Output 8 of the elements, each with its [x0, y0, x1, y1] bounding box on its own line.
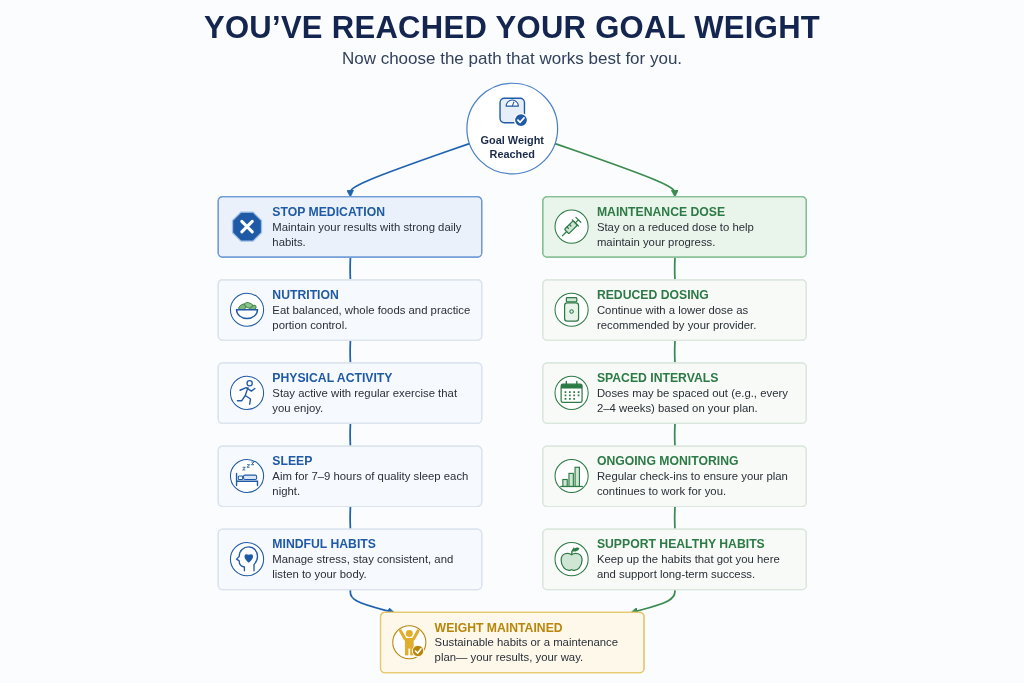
title: YOU’VE REACHED YOUR GOAL WEIGHT [203, 10, 821, 46]
connector [349, 422, 351, 448]
connector [673, 422, 676, 448]
connector [349, 506, 351, 531]
connector [673, 506, 676, 531]
node-circle: Goal Weight Reached [466, 82, 558, 175]
subtitle: Now choose the path that works best for you. [341, 49, 683, 69]
arrow [553, 142, 679, 198]
